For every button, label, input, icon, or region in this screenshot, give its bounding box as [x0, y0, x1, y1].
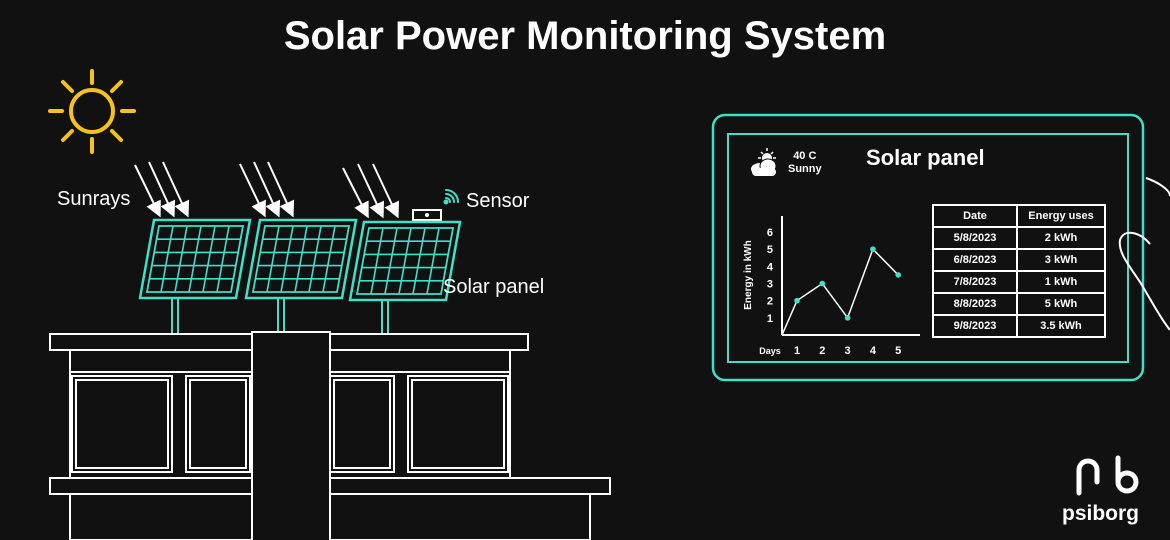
sunrays-arrows-3 — [342, 163, 399, 219]
psiborg-logo-icon — [1076, 455, 1139, 496]
weather-readout: 40 C Sunny — [788, 150, 822, 176]
date-cell: 6/8/2023 — [932, 248, 1018, 272]
energy-cell: 1 kWh — [1016, 270, 1106, 294]
y-tick-label: 3 — [767, 279, 773, 291]
energy-table: Date Energy uses 5/8/2023 2 kWh 6/8/2023… — [932, 204, 1106, 338]
table-row: 5/8/2023 2 kWh — [932, 226, 1106, 250]
sunrays-arrows-2 — [239, 161, 295, 218]
sun-icon — [48, 69, 136, 154]
table-row: 7/8/2023 1 kWh — [932, 270, 1106, 294]
table-header-row: Date Energy uses — [932, 204, 1106, 228]
wifi-icon — [443, 189, 459, 205]
sunrays-label: Sunrays — [57, 188, 131, 210]
column-header-date: Date — [932, 204, 1018, 228]
date-cell: 8/8/2023 — [932, 292, 1018, 316]
sunrays-arrows-1 — [134, 161, 190, 218]
tablet-heading: Solar panel — [866, 145, 985, 170]
column-header-energy: Energy uses — [1016, 204, 1106, 228]
x-tick-label: 2 — [819, 345, 825, 357]
date-cell: 7/8/2023 — [932, 270, 1018, 294]
table-row: 6/8/2023 3 kWh — [932, 248, 1106, 272]
y-axis-label: Energy in kWh — [743, 240, 754, 309]
weather-condition: Sunny — [788, 163, 822, 175]
data-point — [844, 315, 851, 321]
y-tick-label: 5 — [767, 244, 773, 256]
solar-panel-2 — [244, 218, 358, 335]
x-tick-label: 4 — [870, 345, 877, 357]
table-row: 8/8/2023 5 kWh — [932, 292, 1106, 316]
solar-panel-label: Solar panel — [443, 276, 545, 298]
cloud-sun-icon — [751, 148, 777, 176]
solar-panels — [138, 218, 462, 335]
data-point — [895, 272, 901, 278]
y-tick-label: 6 — [767, 227, 773, 239]
data-point — [819, 280, 826, 287]
x-tick-label: 3 — [845, 345, 851, 357]
solar-panel-3 — [348, 220, 462, 335]
data-point — [870, 246, 876, 252]
sensor-label: Sensor — [466, 190, 530, 212]
y-tick-label: 4 — [767, 261, 774, 273]
tablet — [711, 113, 1145, 382]
energy-cell: 5 kWh — [1016, 292, 1106, 316]
energy-cell: 3 kWh — [1016, 248, 1106, 272]
x-tick-label: 1 — [794, 345, 800, 357]
page-title: Solar Power Monitoring System — [283, 14, 887, 58]
energy-cell: 2 kWh — [1016, 226, 1106, 250]
building — [49, 331, 611, 540]
y-tick-label: 1 — [767, 313, 773, 325]
y-tick-label: 2 — [767, 296, 773, 308]
series-line — [781, 247, 899, 336]
date-cell: 9/8/2023 — [932, 314, 1018, 338]
brand-name: psiborg — [1062, 502, 1139, 525]
x-tick-label: 5 — [895, 345, 901, 357]
date-cell: 5/8/2023 — [932, 226, 1018, 250]
temperature: 40 C — [793, 150, 817, 162]
solar-panel-1 — [138, 218, 252, 335]
x-axis-label: Days — [759, 346, 781, 356]
energy-cell: 3.5 kWh — [1016, 314, 1106, 338]
table-row: 9/8/2023 3.5 kWh — [932, 314, 1106, 338]
sensor-icon — [412, 209, 442, 221]
data-point — [794, 297, 800, 304]
